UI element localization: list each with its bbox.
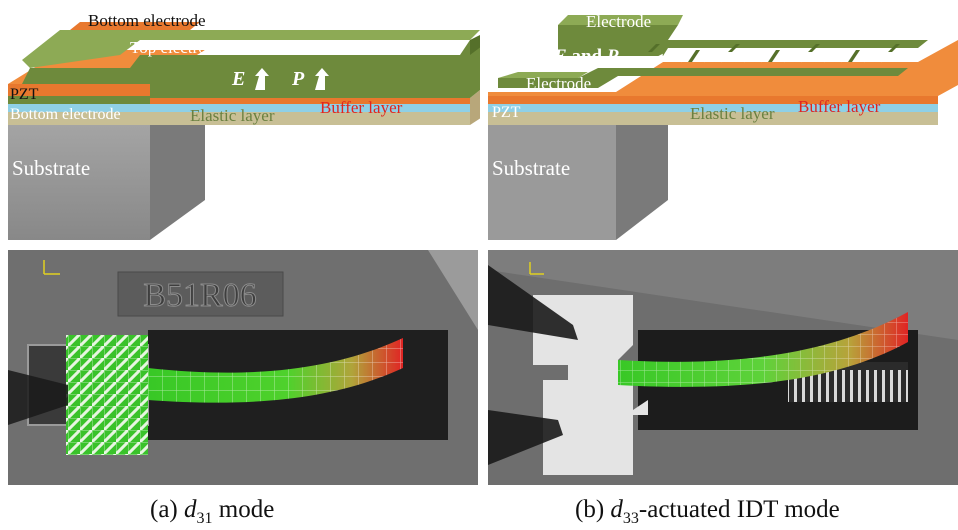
label-bottom-electrode-side: Bottom electrode [10,106,121,123]
caption-a: (a) d31 mode [150,496,274,528]
caption-a-d: d [184,496,197,523]
idt-fingers [648,44,900,62]
caption-a-sub: 31 [196,510,213,527]
idt-field-arrows [654,53,890,63]
label-elastic-layer: Elastic layer [190,106,275,125]
simulation-photo-b [488,250,958,485]
label-buffer-layer: Buffer layer [320,98,403,117]
layer-stack-a [8,22,480,125]
caption-a-prefix: (a) [150,496,184,523]
label-e-field: E [232,68,246,90]
label-substrate: Substrate [12,156,91,180]
chip-id-text: B51R06 [143,277,256,314]
label-pzt: PZT [10,86,39,103]
label-e-and-p-e: E [554,46,567,67]
label-bottom-electrode-top: Bottom electrode [88,11,206,30]
simulation-photo-a: B51R06 [8,250,478,485]
axis-glyph-a [43,260,60,275]
axis-glyph-b [529,262,544,275]
label-substrate-b: Substrate [492,156,571,180]
electrode-pad-b [533,295,648,475]
caption-b-d: d [610,496,623,523]
electrode-pad-a [66,335,148,455]
label-elastic-layer-b: Elastic layer [690,104,775,123]
label-e-and-p: E and P [554,46,618,68]
field-arrows-a [255,68,329,90]
label-buffer-layer-b: Buffer layer [798,97,881,116]
idt-electrode-lower [498,68,908,88]
label-polarization: P [292,68,305,90]
caption-b-suffix: -actuated IDT mode [638,496,840,523]
schematic-d31 [8,22,480,240]
label-electrode-lower: Electrode [526,74,592,93]
chip-id-plate [117,271,284,317]
top-electrode [22,40,480,98]
label-pzt-b: PZT [492,104,521,121]
caption-b-sub: 33 [622,510,639,527]
idt-electrode-upper [558,25,928,56]
label-electrode-top: Electrode [586,12,652,31]
substrate-side [150,90,205,240]
label-top-electrode: Top electrode [130,38,223,57]
caption-b: (b) d33-actuated IDT mode [575,496,840,528]
caption-b-prefix: (b) [575,496,611,523]
schematic-d33 [488,15,958,240]
substrate-block-b [488,125,616,240]
substrate-block [8,125,150,240]
bottom-electrode-pad [70,22,200,30]
label-e-and-p-and: and [566,46,607,67]
label-e-and-p-p: P [606,46,619,67]
layer-stack-b [488,15,958,125]
caption-a-suffix: mode [212,496,275,523]
